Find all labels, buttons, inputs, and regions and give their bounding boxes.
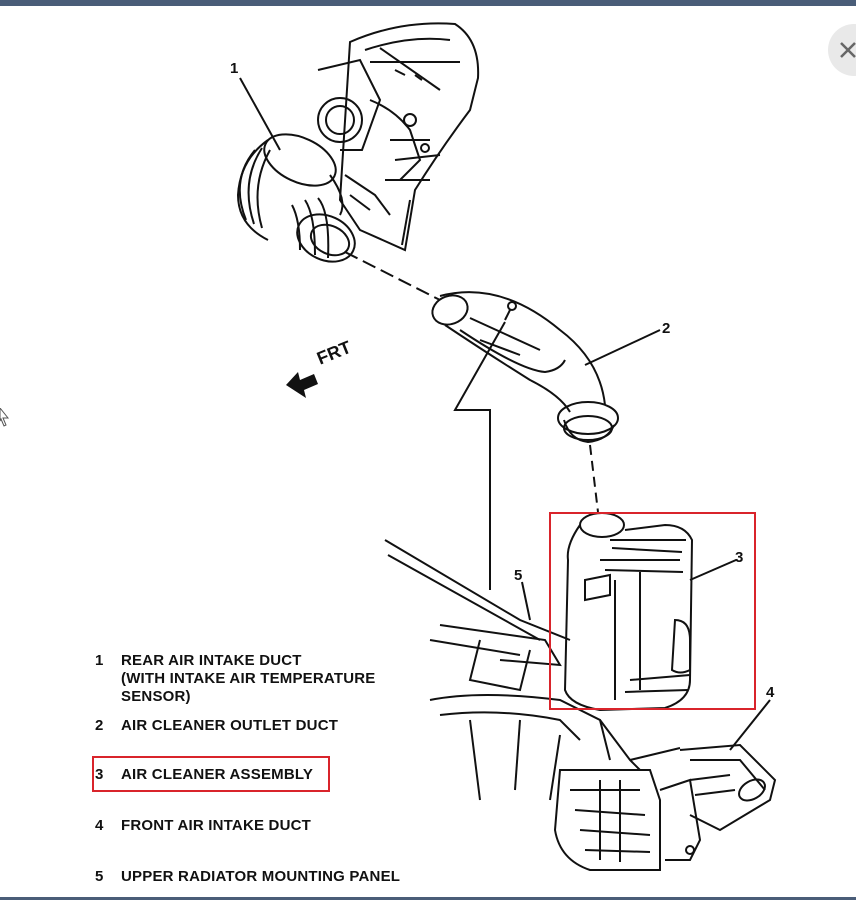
leader-2 [584, 329, 661, 366]
legend-item-1: 1 REAR AIR INTAKE DUCT (WITH INTAKE AIR … [95, 652, 375, 706]
rear-air-intake-duct [236, 133, 356, 263]
dashed-path-2 [589, 444, 599, 513]
legend-number: 4 [95, 817, 104, 834]
legend-number: 5 [95, 868, 104, 885]
callout-3: 3 [735, 549, 744, 566]
legend-text: FRONT AIR INTAKE DUCT [121, 817, 312, 834]
legend-item-5: 5 UPPER RADIATOR MOUNTING PANEL [95, 868, 400, 886]
highlight-air-cleaner-diagram [549, 512, 756, 710]
leader-1 [239, 77, 281, 151]
radiator-mounting-panel [384, 539, 641, 801]
legend-text: AIR CLEANER OUTLET DUCT [121, 717, 339, 734]
legend-item-4: 4 FRONT AIR INTAKE DUCT [95, 817, 311, 835]
legend-text: AIR CLEANER ASSEMBLY [121, 766, 314, 783]
legend-number: 3 [95, 766, 104, 783]
callout-1: 1 [230, 60, 239, 77]
legend-text: UPPER RADIATOR MOUNTING PANEL [121, 868, 401, 885]
engine-throttle-body [317, 22, 480, 252]
highlight-air-cleaner-legend [92, 756, 330, 792]
callout-2: 2 [662, 320, 671, 337]
legend-text: REAR AIR INTAKE DUCT (WITH INTAKE AIR TE… [121, 652, 376, 705]
front-air-intake-duct [553, 743, 777, 871]
close-icon [840, 42, 856, 58]
window-top-bar [0, 0, 856, 6]
leader-4 [729, 699, 771, 751]
dashed-path-1 [344, 251, 441, 301]
legend-number: 1 [95, 652, 104, 669]
legend-item-2: 2 AIR CLEANER OUTLET DUCT [95, 717, 338, 735]
leader-5 [521, 581, 531, 621]
leader-3 [689, 559, 737, 581]
air-cleaner-outlet-duct [431, 291, 619, 444]
legend-item-3: 3 AIR CLEANER ASSEMBLY [95, 766, 313, 784]
callout-4: 4 [766, 684, 775, 701]
window-bottom-bar [0, 897, 856, 900]
callout-5: 5 [514, 567, 523, 584]
frt-arrow-icon [286, 372, 318, 398]
mouse-cursor-icon [0, 408, 10, 427]
bracket-arrow [453, 321, 506, 590]
legend-number: 2 [95, 717, 104, 734]
